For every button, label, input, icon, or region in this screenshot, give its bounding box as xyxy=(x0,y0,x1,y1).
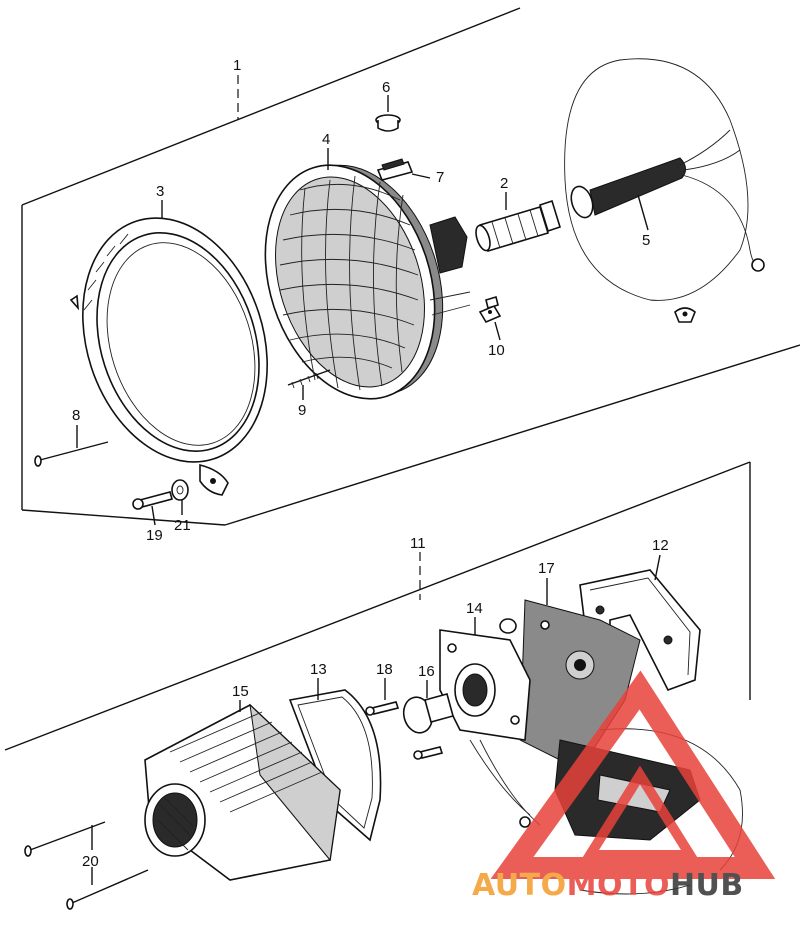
watermark-text-hub: HUB xyxy=(670,868,744,903)
mounting-clip xyxy=(376,158,414,181)
watermark-text-moto: MOTO xyxy=(567,868,670,903)
gasket xyxy=(288,689,382,842)
long-screw xyxy=(34,441,109,467)
callout-4: 4 xyxy=(322,131,330,148)
tail-bulb xyxy=(402,693,454,734)
taillight-group-frame xyxy=(4,461,751,751)
leader-lines xyxy=(76,75,661,885)
inner-housing xyxy=(439,618,531,741)
callout-6: 6 xyxy=(382,79,390,96)
callout-11: 11 xyxy=(410,535,426,552)
callout-8: 8 xyxy=(72,407,80,424)
callout-9: 9 xyxy=(298,402,306,419)
callout-3: 3 xyxy=(156,183,164,200)
small-screw-upper xyxy=(365,701,400,716)
headlight-rim xyxy=(69,217,268,496)
small-screw-lower xyxy=(413,746,444,760)
adjusting-screw xyxy=(287,369,331,389)
callout-17: 17 xyxy=(538,560,555,577)
svg-text:AUTOMOTOHUB: AUTOMOTOHUB xyxy=(472,868,744,903)
callout-21: 21 xyxy=(174,517,191,534)
callout-12: 12 xyxy=(652,537,669,554)
callout-labels: 1 2 3 4 5 6 7 8 9 10 11 12 13 14 15 16 1… xyxy=(72,57,669,870)
callout-14: 14 xyxy=(466,600,483,617)
callout-10: 10 xyxy=(488,342,505,359)
callout-16: 16 xyxy=(418,663,435,680)
wiring-harness xyxy=(564,58,765,323)
callout-20: 20 xyxy=(82,853,99,870)
watermark-triangle-icon xyxy=(490,670,776,879)
callout-2: 2 xyxy=(500,175,508,192)
watermark: AUTOMOTOHUB xyxy=(472,670,776,903)
sealed-beam-unit xyxy=(264,164,471,400)
callout-13: 13 xyxy=(310,661,327,678)
watermark-inner-triangle-icon xyxy=(580,765,700,860)
callout-5: 5 xyxy=(642,232,650,249)
cap-nut xyxy=(375,114,401,132)
callout-15: 15 xyxy=(232,683,249,700)
bracket-nut xyxy=(478,295,502,324)
washer xyxy=(171,479,189,501)
callout-19: 19 xyxy=(146,527,163,544)
callout-1: 1 xyxy=(233,57,241,74)
mounting-screw xyxy=(132,491,173,510)
headlight-group-frame xyxy=(21,7,800,526)
watermark-text-auto: AUTO xyxy=(472,868,567,903)
bulb-socket xyxy=(475,199,561,252)
tail-lens xyxy=(144,703,341,881)
callout-7: 7 xyxy=(436,169,444,186)
callout-18: 18 xyxy=(376,661,393,678)
